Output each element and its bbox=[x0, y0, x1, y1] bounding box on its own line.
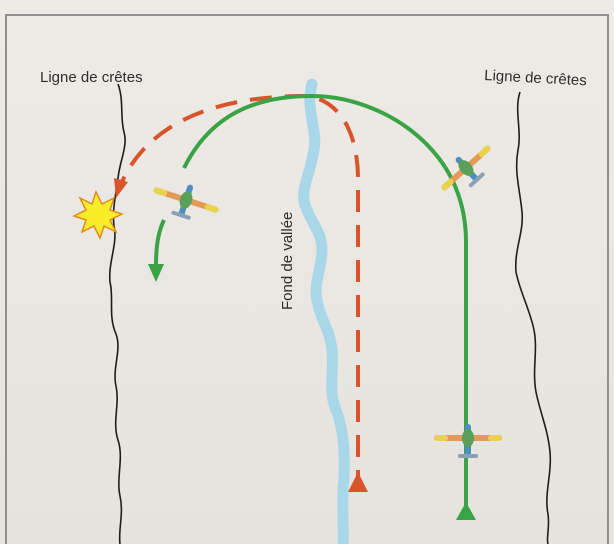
ridge-line-right bbox=[516, 92, 551, 544]
ridge-label-left: Ligne de crêtes bbox=[40, 69, 143, 86]
red-flight-path bbox=[122, 96, 358, 492]
light-aircraft-icon bbox=[148, 174, 223, 227]
green-flight-path bbox=[184, 96, 466, 510]
valley-floor-label: Fond de vallée bbox=[279, 212, 296, 310]
ridge-line-left bbox=[110, 84, 125, 544]
valley-river bbox=[304, 84, 345, 544]
red-path-arrowhead-icon bbox=[114, 178, 128, 198]
light-aircraft-icon bbox=[433, 136, 502, 203]
ridge-label-right: Ligne de crêtes bbox=[484, 67, 587, 89]
light-aircraft-icon bbox=[434, 424, 502, 458]
green-path-arrowhead-icon bbox=[148, 264, 164, 282]
red-path-arrowhead-icon bbox=[348, 472, 368, 492]
green-path-arrowhead-icon bbox=[456, 502, 476, 520]
green-flight-path-lower bbox=[156, 220, 164, 264]
